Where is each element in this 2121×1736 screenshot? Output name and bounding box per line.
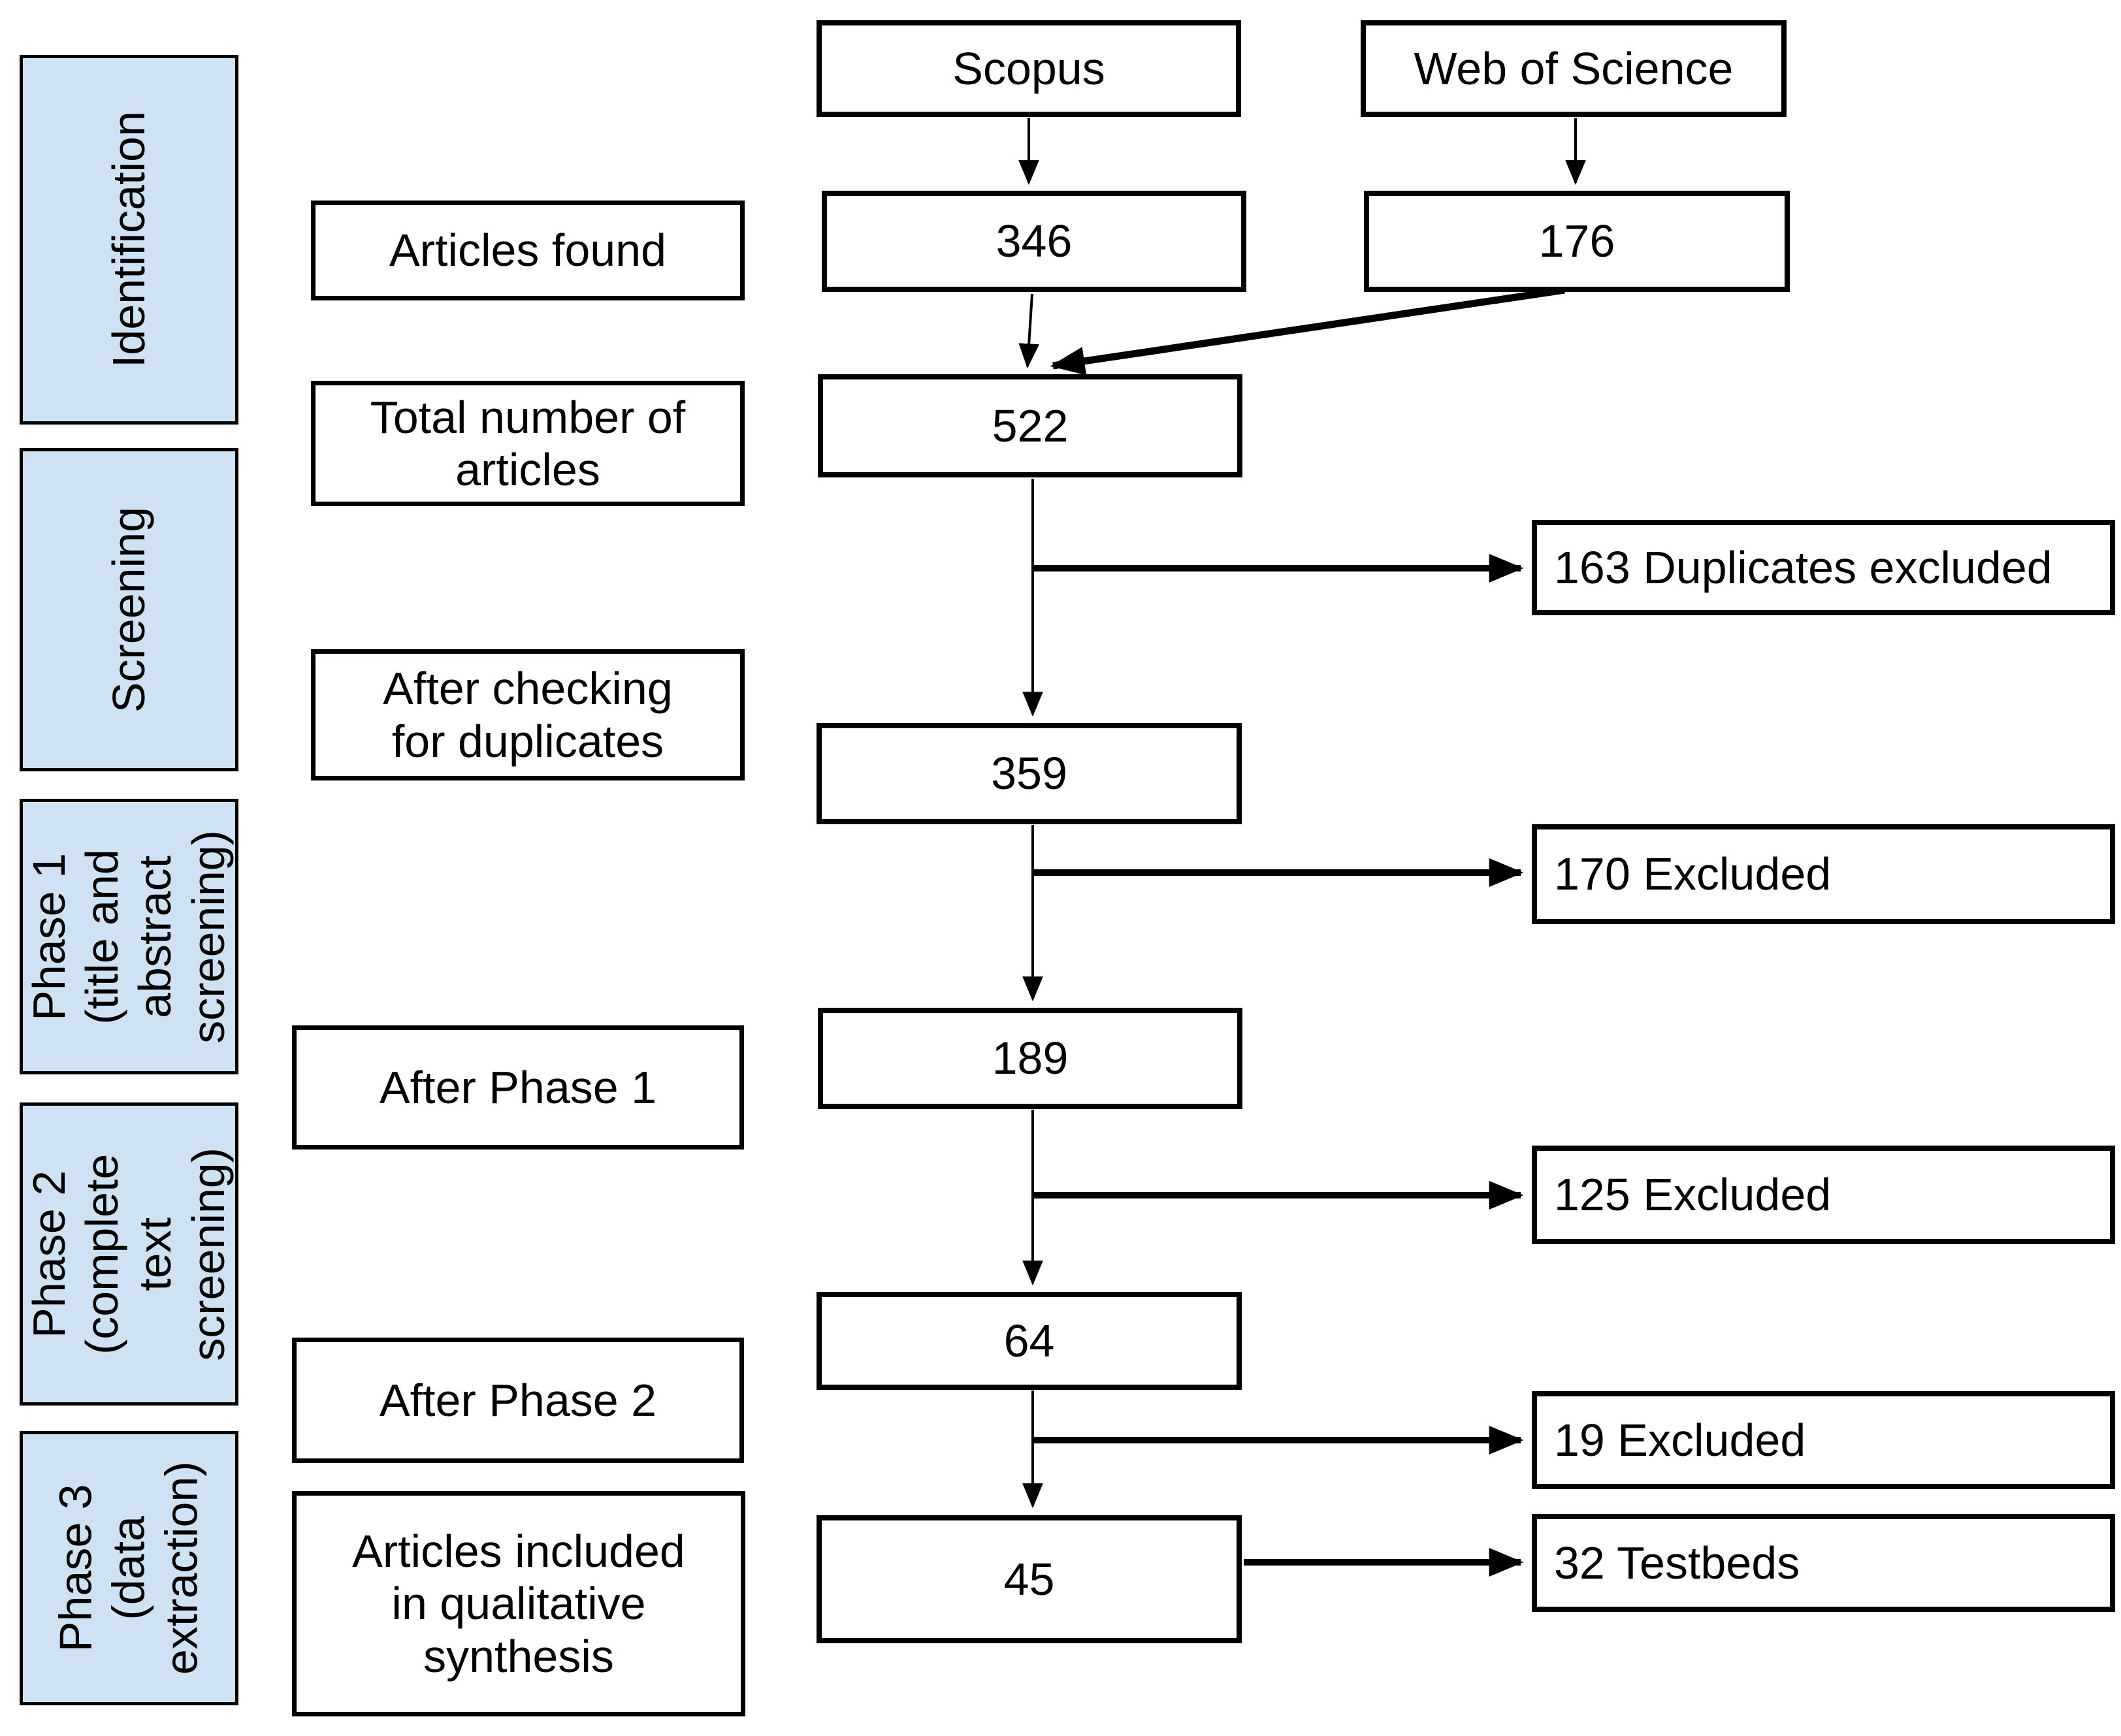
output-box-testbeds-text: 32 Testbeds [1554,1537,1800,1588]
stage-label-after-phase1: After Phase 1 [292,1025,744,1149]
phase-band-phase1-label: Phase 1 (title and abstract screening) [24,829,234,1044]
stage-label-after-duplicates-text: After checking for duplicates [383,663,673,767]
stage-label-after-phase1-text: After Phase 1 [379,1061,657,1113]
exclusion-box-phase1: 170 Excluded [1532,824,2115,924]
count-box-included-45-value: 45 [1003,1553,1055,1605]
output-box-testbeds: 32 Testbeds [1532,1514,2115,1612]
arrow-346-to-522 [1018,293,1039,369]
count-box-after-phase1-189-value: 189 [992,1033,1069,1084]
stage-label-total-articles: Total number of articles [311,381,745,506]
count-box-after-duplicates-359-value: 359 [991,748,1067,799]
exclusion-box-duplicates-text: 163 Duplicates excluded [1554,541,2052,593]
count-box-after-duplicates-359: 359 [817,723,1242,824]
stage-label-after-phase2: After Phase 2 [292,1338,744,1463]
phase-band-phase3-label: Phase 3 (data extraction) [50,1461,208,1675]
phase-band-identification: Identification [20,55,238,425]
count-box-after-phase1-189: 189 [818,1008,1242,1109]
count-box-after-phase2-64-value: 64 [1003,1315,1055,1366]
count-box-total-522-value: 522 [992,400,1069,451]
exclusion-box-phase2: 125 Excluded [1532,1146,2115,1244]
count-box-wos-176: 176 [1364,191,1790,292]
phase-band-phase1: Phase 1 (title and abstract screening) [20,799,238,1074]
phase-band-phase3: Phase 3 (data extraction) [20,1431,238,1705]
exclusion-box-phase3-text: 19 Excluded [1554,1414,1806,1466]
source-box-scopus: Scopus [817,20,1241,117]
source-box-web-of-science: Web of Science [1361,20,1787,117]
stage-label-included-text: Articles included in qualitative synthes… [352,1525,685,1682]
source-box-scopus-label: Scopus [952,42,1105,94]
stage-label-articles-found: Articles found [311,201,745,300]
phase-band-screening-label: Screening [103,506,154,713]
stage-label-included: Articles included in qualitative synthes… [292,1491,745,1716]
exclusion-box-phase1-text: 170 Excluded [1554,848,1832,900]
stage-label-after-phase2-text: After Phase 2 [379,1374,657,1426]
phase-band-phase2: Phase 2 (complete text screening) [20,1102,238,1406]
arrow-176-to-522 [1050,286,1565,376]
phase-band-screening: Screening [20,448,238,771]
exclusion-box-phase3: 19 Excluded [1532,1391,2115,1489]
exclusion-box-duplicates: 163 Duplicates excluded [1532,520,2115,615]
stage-label-articles-found-text: Articles found [389,225,667,276]
phase-band-identification-label: Identification [103,111,154,368]
phase-band-phase2-label: Phase 2 (complete text screening) [24,1147,234,1361]
count-box-scopus-346-value: 346 [996,216,1073,267]
stage-label-total-articles-text: Total number of articles [370,391,686,496]
count-box-scopus-346: 346 [822,191,1246,292]
count-box-included-45: 45 [817,1515,1242,1643]
count-box-after-phase2-64: 64 [817,1292,1242,1390]
count-box-wos-176-value: 176 [1538,216,1615,267]
exclusion-box-phase2-text: 125 Excluded [1554,1169,1832,1221]
source-box-web-of-science-label: Web of Science [1414,42,1734,94]
count-box-total-522: 522 [818,374,1242,477]
stage-label-after-duplicates: After checking for duplicates [311,649,745,780]
